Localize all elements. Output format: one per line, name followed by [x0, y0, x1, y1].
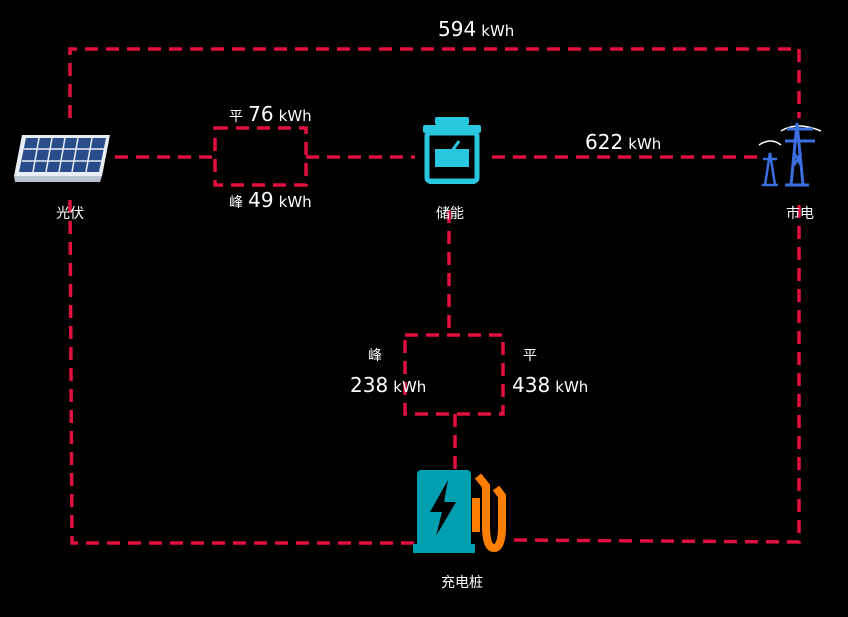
battery-storage-icon [421, 115, 483, 191]
power-tower-icon [757, 113, 827, 193]
storage-charger-peak-value: 238 kWh [350, 373, 427, 397]
pv-label: 光伏 [56, 206, 84, 222]
flow-line-storage-charger-box [403, 333, 505, 416]
storage-charger-peak-tag: 峰 [368, 348, 382, 364]
flow-line-pv-charger [68, 199, 415, 545]
storage-charger-flat-value: 438 kWh [512, 373, 589, 397]
pv-grid-flow-value: 594 kWh [438, 17, 515, 41]
charging-station-icon [412, 468, 508, 560]
flow-line-pv-storage-box [213, 126, 308, 187]
charger-label: 充电桩 [441, 575, 483, 591]
solar-panel-icon [12, 130, 112, 189]
flow-line-pv-grid [68, 47, 801, 118]
grid-storage-flow-value: 622 kWh [585, 130, 662, 154]
storage-charger-flat-tag: 平 [523, 348, 537, 364]
flow-line-grid-charger [509, 205, 801, 544]
storage-label: 储能 [436, 206, 464, 222]
pv-storage-flat-value: 平 76 kWh [229, 102, 312, 126]
pv-storage-peak-value: 峰 49 kWh [229, 188, 312, 212]
grid-label: 市电 [786, 206, 814, 222]
